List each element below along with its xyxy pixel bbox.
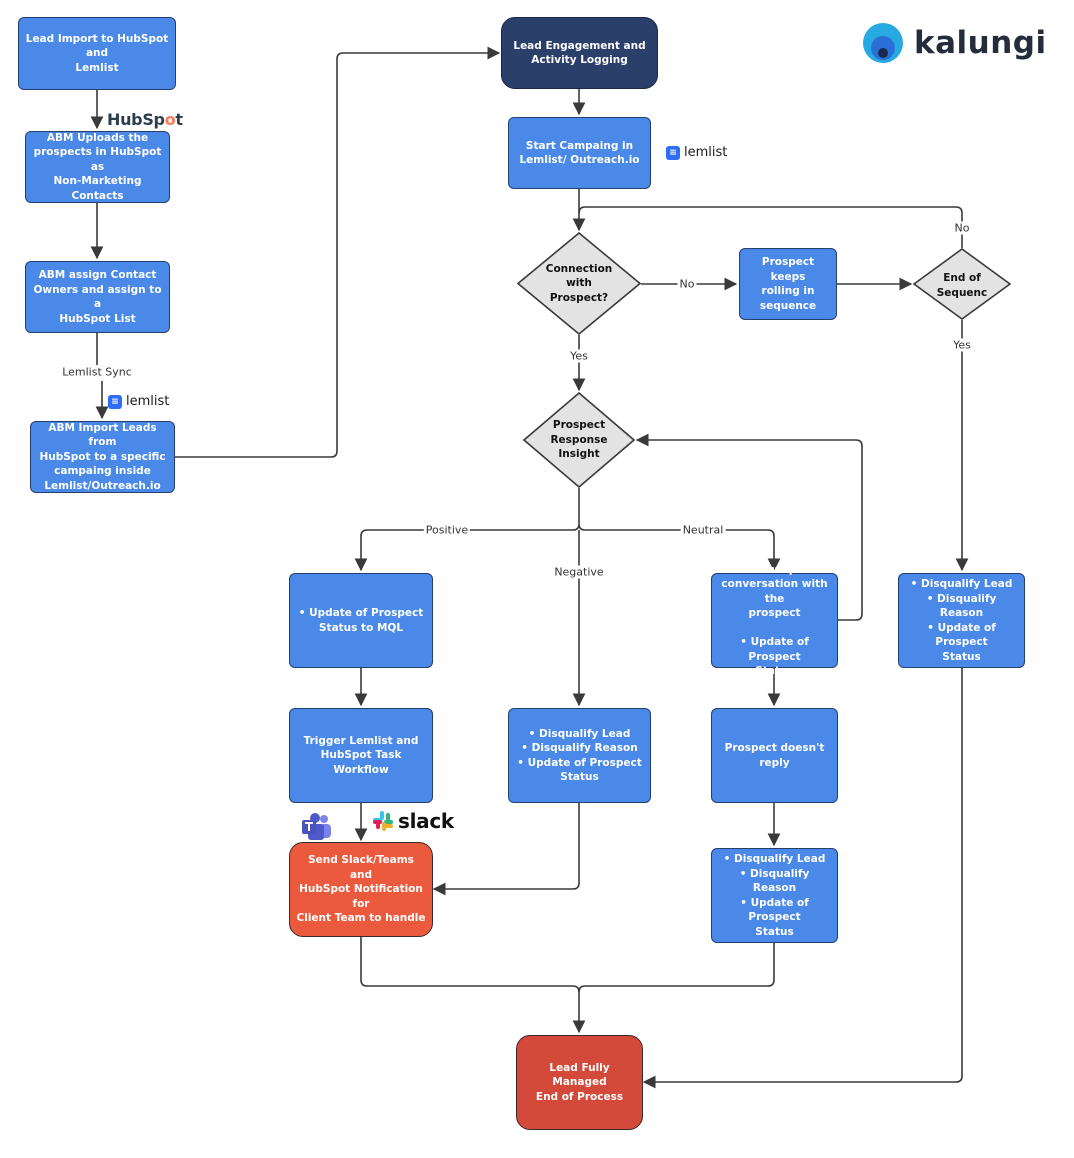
follow-up-node: • Follow up the conversation with the pr… (711, 564, 838, 677)
kalungi-icon (863, 23, 903, 63)
hubspot-logo: HubSpot (107, 110, 183, 129)
abm-import-node: ABM Import Leads from HubSpot to a speci… (30, 421, 175, 493)
start-campaign-label: Start Campaing in Lemlist/ Outreach.io (519, 139, 640, 167)
follow-up-label: • Follow up the conversation with the pr… (721, 563, 828, 678)
disqualify-negative-node: • Disqualify Lead • Disqualify Reason • … (508, 708, 651, 803)
response-diamond-shape (523, 392, 635, 488)
connection-label: Connection with Prospect? (545, 262, 613, 304)
lemlist-wordmark: lemlist (126, 394, 170, 409)
edge-label-positive: Positive (423, 523, 471, 537)
start-campaign-node: Start Campaing in Lemlist/ Outreach.io (508, 117, 651, 189)
edge-label-no-end: No (952, 221, 972, 235)
end-sequence-decision: End of Sequenc e? (913, 248, 1011, 320)
edge-label-neutral: Neutral (680, 523, 726, 537)
lead-import-node: Lead Import to HubSpot and Lemlist (18, 17, 176, 90)
lead-import-label: Lead Import to HubSpot and Lemlist (25, 32, 169, 74)
fully-managed-label: Lead Fully Managed End of Process (535, 1061, 624, 1103)
teams-icon (302, 813, 331, 840)
hubspot-sprocket-icon: o (164, 110, 176, 129)
edge-end-no-loop (578, 206, 963, 248)
edge-label-lemlist-sync: Lemlist Sync (60, 365, 134, 379)
lead-engagement-node: Lead Engagement and Activity Logging (501, 17, 658, 89)
end-sequence-diamond-shape (913, 248, 1011, 320)
disqualify-negative-label: • Disqualify Lead • Disqualify Reason • … (517, 727, 642, 784)
edge-label-yes-end: Yes (951, 338, 973, 352)
response-insight-decision: Prospect Response Insight (523, 392, 635, 488)
connection-decision: Connection with Prospect? (517, 232, 641, 335)
disqualify-noreply-node: • Disqualify Lead • Disqualify Reason • … (711, 848, 838, 943)
send-notification-node: Send Slack/Teams and HubSpot Notificatio… (289, 842, 433, 937)
edge-enddisq-to-end (642, 668, 963, 1089)
edge-followup-loop (635, 433, 863, 621)
keeps-rolling-label: Prospect keeps rolling in sequence (759, 256, 817, 312)
disqualify-noreply-label: • Disqualify Lead • Disqualify Reason • … (723, 853, 826, 938)
disqualify-end-label: • Disqualify Lead • Disqualify Reason • … (910, 578, 1013, 663)
fully-managed-node: Lead Fully Managed End of Process (516, 1035, 643, 1130)
lemlist-logo-sync: ≡ lemlist (108, 394, 169, 409)
lemlist-icon: ≡ (108, 394, 122, 409)
lead-engagement-label: Lead Engagement and Activity Logging (513, 39, 646, 67)
edge-import-to-engagement (175, 46, 501, 458)
keeps-rolling-node: Prospect keeps rolling in sequence (739, 248, 837, 320)
disqualify-end-node: • Disqualify Lead • Disqualify Reason • … (898, 573, 1025, 668)
slack-wordmark: slack (398, 809, 454, 833)
kalungi-wordmark: kalungi (914, 25, 1047, 61)
abm-assign-label: ABM assign Contact Owners and assign to … (33, 269, 162, 325)
connection-diamond-shape (517, 232, 641, 335)
teams-logo (302, 813, 332, 845)
edge-negdisq-to-send (432, 803, 580, 896)
abm-uploads-node: ABM Uploads the prospects in HubSpot as … (25, 131, 170, 203)
response-insight-label: Prospect Response Insight (550, 419, 608, 461)
edge-assign-to-import (97, 333, 102, 418)
edge-label-no-connection: No (677, 277, 697, 291)
abm-assign-node: ABM assign Contact Owners and assign to … (25, 261, 170, 333)
edge-label-yes-connection: Yes (568, 349, 590, 363)
no-reply-label: Prospect doesn't reply (724, 742, 825, 769)
lemlist-icon: ≡ (666, 145, 680, 160)
kalungi-logo: kalungi (862, 22, 1047, 64)
trigger-workflow-node: Trigger Lemlist and HubSpot Task Workflo… (289, 708, 433, 803)
lemlist-wordmark: lemlist (684, 145, 728, 160)
trigger-workflow-label: Trigger Lemlist and HubSpot Task Workflo… (303, 734, 419, 776)
lemlist-logo-campaign: ≡ lemlist (666, 145, 727, 160)
edge-send-to-end (360, 937, 586, 1034)
end-sequence-label: End of Sequenc e? (936, 272, 988, 299)
edge-noreply-disq-to-end (578, 943, 775, 993)
abm-import-label: ABM Import Leads from HubSpot to a speci… (39, 421, 166, 492)
update-mql-label: • Update of Prospect Status to MQL (298, 607, 424, 634)
edge-label-negative: Negative (552, 565, 606, 579)
abm-uploads-label: ABM Uploads the prospects in HubSpot as … (33, 131, 162, 202)
hubspot-wordmark-suffix: t (175, 110, 183, 129)
slack-logo: slack (373, 809, 454, 833)
slack-icon (373, 811, 393, 831)
hubspot-wordmark-prefix: HubSp (107, 110, 165, 129)
update-mql-node: • Update of Prospect Status to MQL (289, 573, 433, 668)
send-notification-label: Send Slack/Teams and HubSpot Notificatio… (296, 854, 426, 925)
no-reply-node: Prospect doesn't reply (711, 708, 838, 803)
